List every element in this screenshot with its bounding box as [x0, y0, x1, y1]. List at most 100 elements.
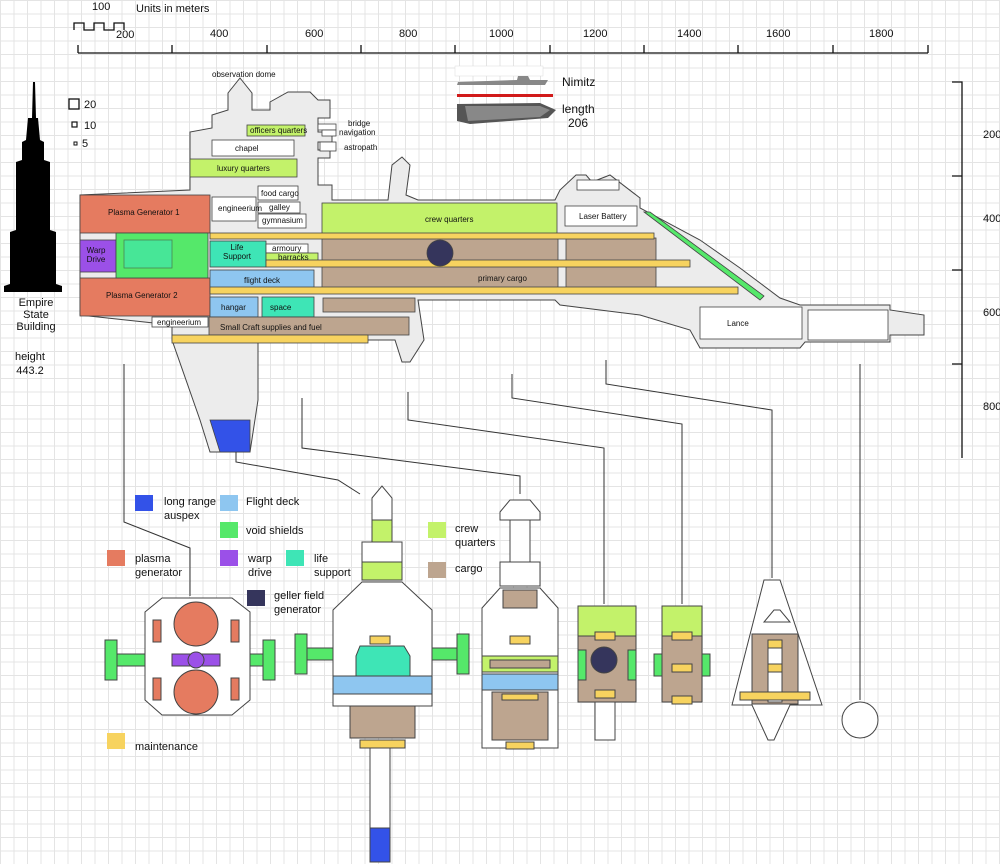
engine-void-shield-right — [262, 639, 276, 681]
legend-label-flight-deck: Flight deck — [246, 496, 300, 508]
legend-swatch-maintenance — [107, 733, 125, 749]
maintenance-corridor — [209, 232, 655, 240]
section3-maintenance — [509, 635, 531, 645]
scale-unit-label: 100 — [92, 1, 110, 13]
luxury-quarters-room — [189, 158, 298, 178]
void-shield-inner — [123, 239, 173, 269]
section2-void-left-arm — [306, 647, 334, 661]
section3-cargo-top-2 — [502, 589, 538, 609]
section5-maintenance — [671, 631, 693, 641]
nimitz-name: Nimitz — [562, 75, 595, 89]
laser-battery-room — [564, 205, 638, 227]
section2-flight-deck — [332, 675, 433, 695]
nimitz-side-profile — [457, 76, 548, 85]
section2-upper — [361, 541, 403, 563]
section5-crew — [661, 605, 703, 637]
section2-spire — [371, 485, 393, 521]
section2-crew-2 — [361, 561, 403, 581]
laser-turret — [576, 179, 620, 191]
section2-void-right — [456, 633, 470, 675]
engineerium-label: engineerium — [218, 204, 262, 213]
engine-plasma-top — [173, 601, 219, 647]
space-label: space — [270, 303, 292, 312]
section6-maintenance — [767, 639, 783, 649]
section6-maintenance-2 — [767, 663, 783, 673]
legend-swatch-void-shields — [220, 522, 238, 538]
section2-void-right-arm — [431, 647, 458, 661]
engine-void-shield-left-arm — [116, 653, 146, 667]
size-box-label: 10 — [84, 120, 96, 132]
section5-maintenance-3 — [671, 695, 693, 705]
food-cargo-label: food cargo — [261, 189, 299, 198]
nimitz-reference — [454, 65, 556, 124]
section2-cargo — [349, 705, 416, 739]
esb-height-value: 443.2 — [16, 365, 44, 377]
plasma-generator-2-room — [79, 277, 211, 317]
maintenance-corridor — [265, 259, 691, 268]
scale-tick: 400 — [210, 28, 228, 40]
food-cargo-room — [257, 185, 299, 201]
plasma-generator-2-label: Plasma Generator 2 — [106, 291, 178, 300]
engine-plasma-cell — [152, 677, 162, 701]
leader-line — [123, 364, 191, 596]
officers-quarters-room — [246, 124, 306, 137]
section-leader-lines — [123, 360, 861, 700]
scale-ticks: 400 600 800 1000 1200 1400 1600 1800 — [210, 28, 893, 40]
section6-bridge — [762, 609, 792, 623]
astropath-label: astropath — [344, 143, 377, 152]
vertical-ruler — [952, 81, 963, 458]
leader-line — [605, 360, 773, 578]
maintenance-corridor — [171, 334, 369, 344]
section-prow — [731, 579, 823, 741]
engine-plasma-cell — [152, 619, 162, 643]
legend-swatch-flight-deck — [220, 495, 238, 511]
section4-void-left — [577, 649, 587, 681]
room-labels: observation dome bridge navigation astro… — [87, 70, 750, 332]
flight-deck-label: flight deck — [244, 276, 281, 285]
crew-quarters-room — [321, 202, 558, 236]
section-geller — [577, 605, 637, 741]
section4-maintenance-2 — [594, 689, 616, 699]
right-ticks: 200 400 600 800 — [983, 129, 1000, 413]
engine-plasma-bottom — [173, 669, 219, 715]
leader-line — [407, 392, 605, 604]
nimitz-spec-box — [454, 65, 544, 77]
section-engine — [104, 597, 276, 716]
navigation-room — [321, 129, 337, 137]
galley-label: galley — [269, 203, 290, 212]
legend-swatch-plasma — [107, 550, 125, 566]
legend-swatch-geller — [247, 590, 265, 606]
section-lance-barrel — [841, 701, 879, 739]
section2-keel — [369, 747, 391, 829]
section4-void-right — [627, 649, 637, 681]
geller-field-generator-core — [426, 239, 454, 267]
legend-swatch-crew-quarters — [428, 522, 446, 538]
esb-height-label: height — [15, 351, 45, 363]
engine-plasma-cell — [230, 677, 240, 701]
section2-maintenance-2 — [359, 739, 406, 749]
section5-void-right — [701, 653, 711, 677]
barracks-label: barracks — [278, 253, 309, 262]
section3-mast — [509, 519, 531, 563]
armoury-label: armoury — [272, 244, 301, 253]
size-box-10 — [71, 121, 78, 128]
legend-swatch-auspex — [135, 495, 153, 511]
section3-maintenance-3 — [505, 741, 535, 750]
right-tick: 400 — [983, 213, 1000, 225]
size-box-20 — [68, 98, 80, 110]
hangar-label: hangar — [221, 303, 246, 312]
gymnasium-label: gymnasium — [262, 216, 303, 225]
bridge-label: bridge — [348, 119, 371, 128]
lance-barrel — [807, 309, 889, 341]
compartments — [79, 123, 889, 453]
galley-room — [257, 201, 301, 214]
